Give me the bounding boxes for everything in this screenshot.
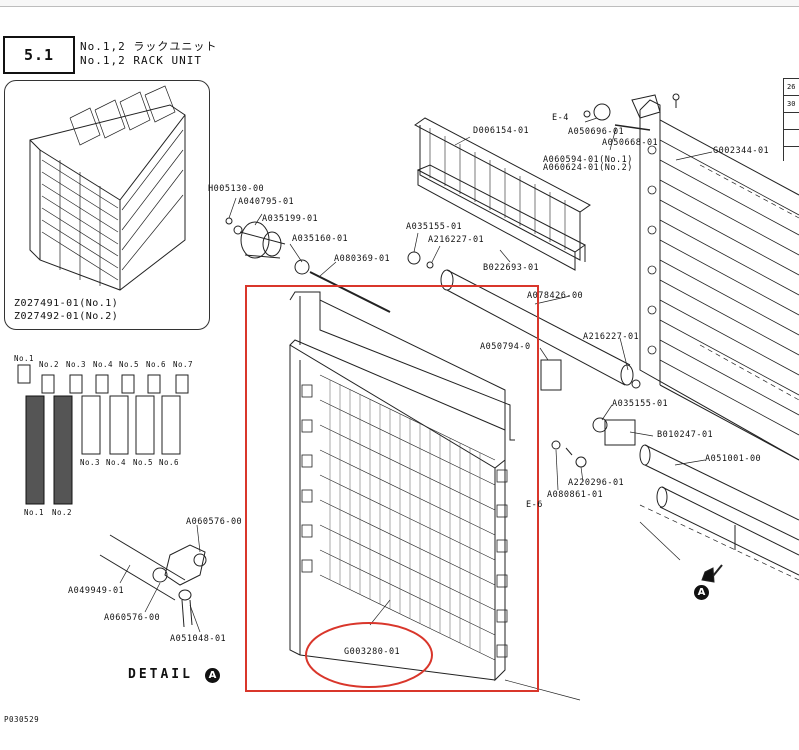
table-cell-4 (784, 130, 799, 147)
title-japanese: No.1,2 ラックユニット (80, 40, 218, 53)
page-code: P030529 (4, 715, 40, 724)
label-g002344: G002344-01 (713, 146, 770, 156)
label-b022693: B022693-01 (483, 263, 540, 273)
label-a051048: A051048-01 (170, 634, 227, 644)
comb-and-tray (414, 117, 591, 271)
label-a051001: A051001-00 (705, 454, 762, 464)
inset-part-no1: Z027491-01(No.1) (14, 298, 119, 309)
table-cell-3 (784, 113, 799, 130)
title-english: No.1,2 RACK UNIT (80, 54, 202, 67)
inset-position-blocks (17, 364, 189, 505)
position-top-3: No.3 (66, 360, 87, 369)
table-cell-2: 30 (784, 96, 799, 113)
table-cell-1: 26 (784, 79, 799, 96)
label-b010247: B010247-01 (657, 430, 714, 440)
highlight-rectangle (245, 285, 539, 692)
label-a049949: A049949-01 (68, 586, 125, 596)
position-mid-6: No.6 (159, 458, 180, 467)
arrow-marker-a: A (694, 585, 709, 600)
roller-a051001 (639, 444, 799, 581)
position-bottom-1: No.1 (24, 508, 45, 517)
position-mid-4: No.4 (106, 458, 127, 467)
label-e4: E-4 (552, 113, 569, 123)
detail-a-drawing (99, 534, 207, 628)
label-a216227-right: A216227-01 (583, 332, 640, 342)
label-a035155-right: A035155-01 (612, 399, 669, 409)
position-mid-5: No.5 (133, 458, 154, 467)
label-a035155-top: A035155-01 (406, 222, 463, 232)
shaft-gear-assembly (225, 217, 391, 313)
label-a080369: A080369-01 (334, 254, 391, 264)
position-top-2: No.2 (39, 360, 60, 369)
inset-part-no2: Z027492-01(No.2) (14, 311, 119, 322)
label-a216227-top: A216227-01 (428, 235, 485, 245)
leader-lines (119, 117, 713, 701)
position-bottom-2: No.2 (52, 508, 73, 517)
label-a220296: A220296-01 (568, 478, 625, 488)
position-top-7: No.7 (173, 360, 194, 369)
position-top-5: No.5 (119, 360, 140, 369)
small-parts (407, 93, 680, 468)
position-top-4: No.4 (93, 360, 114, 369)
label-a060576-bottom: A060576-00 (104, 613, 161, 623)
reference-table: 26 30 (783, 78, 799, 161)
main-rack-unit (289, 291, 515, 682)
top-border (0, 0, 799, 7)
detail-a-marker: A (205, 668, 220, 683)
section-number: 5.1 (23, 46, 55, 64)
position-top-6: No.6 (146, 360, 167, 369)
label-a060624: A060624-01(No.2) (543, 163, 633, 173)
label-e6: E-6 (526, 500, 543, 510)
label-a078426: A078426-00 (527, 291, 584, 301)
label-g003280: G003280-01 (344, 647, 401, 657)
label-d006154: D006154-01 (473, 126, 530, 136)
position-mid-3: No.3 (80, 458, 101, 467)
label-a035199: A035199-01 (262, 214, 319, 224)
detail-a-caption: DETAIL (128, 667, 193, 682)
rack-assembly-inset (4, 80, 210, 330)
label-a080861: A080861-01 (547, 490, 604, 500)
rack-frame-right (639, 99, 799, 461)
position-top-1: No.1 (14, 354, 35, 363)
arrow-to-detail-a (701, 564, 723, 583)
label-h005130: H005130-00 (208, 184, 265, 194)
highlight-ellipse (305, 622, 433, 688)
inset-rack-drawing (29, 85, 186, 291)
label-a060576-top: A060576-00 (186, 517, 243, 527)
label-a050794: A050794-0 (480, 342, 531, 352)
label-a040795: A040795-01 (238, 197, 295, 207)
label-a035160: A035160-01 (292, 234, 349, 244)
label-a060594: A060594-01(No.1) (543, 155, 633, 165)
section-number-box: 5.1 (3, 36, 75, 74)
label-a050696: A050696-01 (568, 127, 625, 137)
label-a050668: A050668-01 (602, 138, 659, 148)
